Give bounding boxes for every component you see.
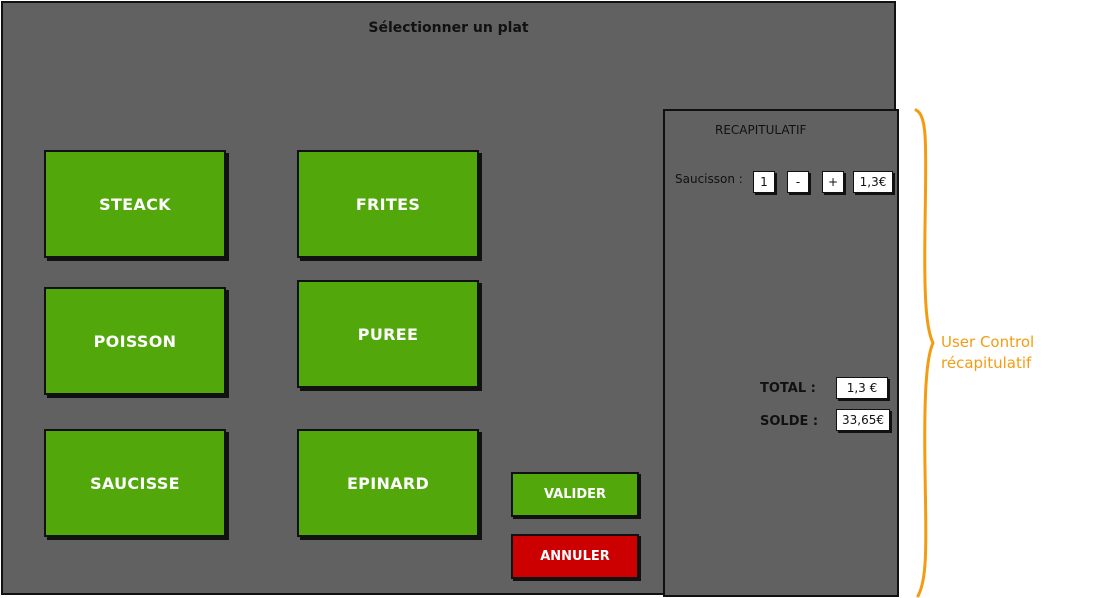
recap-title: RECAPITULATIF [715, 123, 807, 137]
annotation-note: User Control récapitulatif [941, 332, 1034, 374]
cancel-button[interactable]: ANNULER [511, 534, 639, 579]
balance-label: SOLDE : [760, 414, 819, 429]
quantity-field[interactable]: 1 [753, 171, 775, 193]
recap-item-label: Saucisson : [675, 172, 743, 186]
dish-button-saucisse[interactable]: SAUCISSE [44, 429, 226, 537]
increment-button[interactable]: + [822, 171, 844, 193]
dish-button-epinard[interactable]: EPINARD [297, 429, 479, 537]
annotation-line-1: User Control [941, 333, 1035, 351]
validate-button[interactable]: VALIDER [511, 472, 639, 517]
balance-value: 33,65€ [836, 409, 890, 431]
total-label: TOTAL : [760, 381, 816, 396]
recap-panel: RECAPITULATIF Saucisson : 1 - + 1,3€ TOT… [663, 109, 899, 597]
dish-button-frites[interactable]: FRITES [297, 150, 479, 258]
item-price: 1,3€ [853, 171, 893, 193]
total-value: 1,3 € [836, 377, 888, 399]
curly-brace-annotation [914, 108, 935, 598]
dish-button-steack[interactable]: STEACK [44, 150, 226, 258]
page-title: Sélectionner un plat [368, 20, 529, 36]
dish-button-puree[interactable]: PUREE [297, 280, 479, 388]
annotation-line-2: récapitulatif [941, 354, 1032, 372]
dish-button-poisson[interactable]: POISSON [44, 287, 226, 395]
decrement-button[interactable]: - [787, 171, 809, 193]
